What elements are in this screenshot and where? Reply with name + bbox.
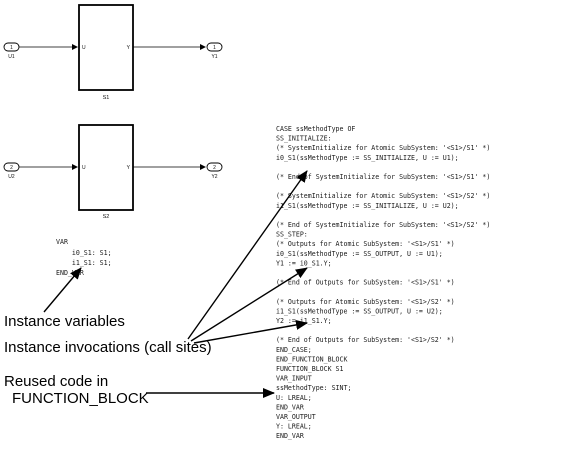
arrow-to-var-block	[43, 267, 82, 313]
subsystem-s2-port-out: Y	[127, 165, 131, 171]
code-line: SS_STEP:	[276, 231, 308, 239]
callout-instance-invocations: Instance invocations (call sites)	[4, 339, 212, 356]
var-declaration-block: VAR i0_S1: S1; i1_S1: S1; END_VAR	[56, 238, 112, 277]
subsystem-s2-name: S2	[103, 214, 110, 220]
inport-u1-label: U1	[8, 54, 15, 60]
code-line: (* End of Outputs for SubSystem: '<S1>/S…	[276, 336, 455, 344]
outport-y1-label: Y1	[211, 54, 217, 60]
outport-y2-block[interactable]	[206, 162, 223, 172]
callout-reused-code-line2: FUNCTION_BLOCK	[12, 390, 149, 407]
subsystem-s1-port-out: Y	[127, 45, 131, 51]
code-line: CASE ssMethodType OF	[276, 125, 355, 133]
code-line: (* End of SystemInitialize for SubSystem…	[276, 173, 490, 181]
callout-instance-variables: Instance variables	[4, 313, 125, 330]
outport-y1-number: 1	[213, 45, 216, 51]
code-line: Y1 := i0_S1.Y;	[276, 259, 332, 267]
var-line: i0_S1: S1;	[56, 249, 112, 257]
code-line: END_FUNCTION_BLOCK	[276, 355, 347, 363]
code-line: U: LREAL;	[276, 394, 312, 402]
code-line: i0_S1(ssMethodType := SS_OUTPUT, U := U1…	[276, 250, 443, 258]
code-line: (* End of SystemInitialize for SubSystem…	[276, 221, 490, 229]
code-line: (* SystemInitialize for Atomic SubSystem…	[276, 144, 490, 152]
code-line: FUNCTION_BLOCK S1	[276, 365, 344, 373]
callout-reused-code-line1: Reused code in	[4, 373, 108, 390]
arrow-to-step-call-s1	[190, 267, 308, 342]
subsystem-s2-group: 2 U2 U Y S2 2 Y2	[3, 124, 223, 220]
var-line: END_VAR	[56, 269, 84, 277]
outport-y2-label: Y2	[211, 174, 217, 180]
code-line: ssMethodType: SINT;	[276, 384, 351, 392]
inport-u1-number: 1	[10, 45, 13, 51]
code-line: Y: LREAL;	[276, 423, 312, 431]
code-line: i0_S1(ssMethodType := SS_INITIALIZE, U :…	[276, 154, 459, 162]
code-line: VAR_OUTPUT	[276, 413, 316, 421]
subsystem-s1-block[interactable]	[78, 4, 134, 91]
arrow-to-init-call	[187, 170, 308, 340]
code-line: (* Outputs for Atomic SubSystem: '<S1>/S…	[276, 240, 455, 248]
code-line: i1_S1(ssMethodType := SS_INITIALIZE, U :…	[276, 202, 459, 210]
var-line: i1_S1: S1;	[56, 259, 112, 267]
code-line: (* SystemInitialize for Atomic SubSystem…	[276, 192, 490, 200]
code-line: SS_INITIALIZE:	[276, 135, 332, 143]
outport-y1-block[interactable]	[206, 42, 223, 52]
outport-y2-number: 2	[213, 165, 216, 171]
subsystem-s1-port-in: U	[82, 45, 86, 51]
code-listing: CASE ssMethodType OF SS_INITIALIZE: (* S…	[276, 125, 490, 440]
subsystem-s1-name: S1	[103, 95, 110, 101]
code-line: END_VAR	[276, 432, 304, 440]
inport-u2-label: U2	[8, 174, 15, 180]
var-line: VAR	[56, 238, 68, 246]
subsystem-s2-port-in: U	[82, 165, 86, 171]
inport-u2-number: 2	[10, 165, 13, 171]
code-line: (* End of Outputs for SubSystem: '<S1>/S…	[276, 279, 455, 287]
arrow-to-step-call-s2	[193, 319, 308, 344]
subsystem-s1-group: 1 U1 U Y S1 1 Y1	[3, 4, 223, 101]
code-line: END_VAR	[276, 403, 304, 411]
code-line: (* Outputs for Atomic SubSystem: '<S1>/S…	[276, 298, 455, 306]
code-line: VAR_INPUT	[276, 375, 312, 383]
code-line: i1_S1(ssMethodType := SS_OUTPUT, U := U2…	[276, 307, 443, 315]
subsystem-s2-block[interactable]	[78, 124, 134, 211]
code-line: END_CASE;	[276, 346, 312, 354]
